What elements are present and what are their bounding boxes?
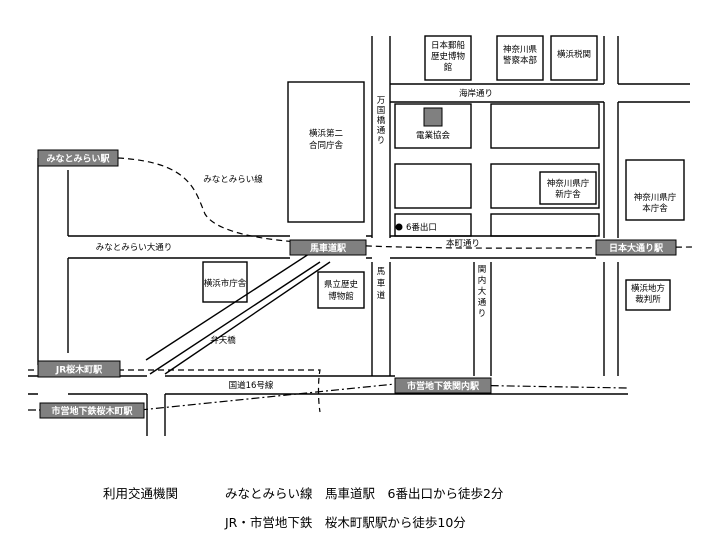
nyk-museum-label-1: 日本郵船 (431, 40, 466, 51)
block (490, 103, 600, 149)
exit-6-marker (395, 223, 403, 231)
block (287, 81, 365, 223)
station-jr-sakuragicho-label: JR桜木町駅 (55, 364, 103, 376)
station-subway-kannai (394, 377, 492, 394)
station-subway-kannai-label: 市営地下鉄関内駅 (407, 380, 480, 392)
jr-line (28, 369, 321, 413)
block (496, 35, 544, 81)
history-museum-label-1: 県立歴史 (324, 279, 359, 290)
police-hq-label-2: 警察本部 (503, 55, 538, 66)
station-subway-sakuragicho (39, 402, 145, 419)
bankokubashi-street-label-4: 通 (377, 125, 386, 136)
block (394, 103, 472, 149)
pref-main-label-1: 神奈川県庁 (634, 192, 677, 203)
access-route-1: みなとみらい線 馬車道駅 6番出口から徒歩2分 (225, 486, 504, 501)
pref-main-label-2: 本庁舎 (642, 203, 668, 214)
block (625, 159, 685, 221)
customs-label: 横浜税関 (557, 49, 591, 60)
denki-kyokai-marker (423, 107, 443, 127)
bashamichi-street-label-3: 道 (377, 290, 386, 301)
pref-new-label-2: 新庁舎 (555, 189, 581, 200)
bankokubashi-street-label-1: 万 (377, 96, 386, 106)
nyk-museum-label-3: 館 (444, 62, 453, 73)
block (317, 271, 365, 309)
minatomirai-odori-label: みなとみらい大通り (96, 242, 173, 253)
history-museum-label-2: 博物館 (328, 291, 354, 302)
block (625, 279, 671, 311)
station-minatomirai-label: みなとみらい駅 (46, 154, 110, 165)
station-nihon-odori-label: 日本大通り駅 (609, 242, 664, 254)
kannai-odori-label-1: 関 (478, 265, 487, 275)
station-minatomirai (37, 149, 119, 167)
minatomirai-line-label: みなとみらい線 (203, 174, 263, 185)
godo-chosha-label-2: 合同庁舎 (309, 140, 344, 151)
court-label-2: 裁判所 (635, 294, 661, 305)
station-bashamichi (289, 239, 367, 256)
city-hall-label: 横浜市庁舎 (204, 278, 247, 289)
block (550, 35, 598, 81)
block (539, 171, 597, 205)
access-map: みなとみらい駅 馬車道駅 日本大通り駅 JR桜木町駅 市営地下鉄関内駅 市営地下… (28, 35, 695, 436)
exit-6-label: 6番出口 (406, 222, 437, 233)
bashamichi-street-label-1: 馬 (377, 267, 386, 277)
kannai-odori-label-3: 大 (478, 286, 487, 297)
benten-bridge-label: 弁天橋 (210, 335, 236, 346)
block (490, 213, 600, 237)
road (149, 261, 321, 375)
nyk-museum-label-2: 歴史博物 (431, 51, 466, 62)
court-label-1: 横浜地方 (631, 283, 665, 294)
bankokubashi-street-label-3: 橋 (377, 115, 386, 126)
bankokubashi-street-label-2: 国 (377, 106, 386, 116)
block (394, 213, 472, 237)
access-heading: 利用交通機関 (103, 486, 179, 501)
station-nihon-odori (595, 239, 677, 256)
route16-label: 国道16号線 (229, 380, 274, 391)
kaigan-street-label: 海岸通り (459, 88, 493, 99)
station-bashamichi-label: 馬車道駅 (309, 242, 347, 254)
access-route-2: JR・市営地下鉄 桜木町駅駅から徒歩10分 (225, 515, 466, 530)
block (394, 163, 472, 209)
kannai-odori-label-4: 通 (478, 297, 487, 308)
block (424, 35, 472, 81)
bankokubashi-street-label-5: り (377, 136, 386, 146)
station-jr-sakuragicho (37, 360, 121, 378)
kannai-odori-label-5: り (478, 309, 487, 319)
block (490, 163, 600, 209)
kannai-odori-label-2: 内 (478, 275, 487, 286)
bashamichi-street-label-2: 車 (377, 278, 386, 289)
honcho-street-label: 本町通り (446, 238, 480, 249)
road (164, 261, 331, 375)
police-hq-label-1: 神奈川県 (503, 44, 538, 55)
minatomirai-line (117, 157, 695, 249)
road (145, 251, 313, 361)
block (202, 261, 248, 303)
godo-chosha-label-1: 横浜第二 (309, 128, 344, 139)
denki-kyokai-label: 電業協会 (416, 130, 451, 141)
pref-new-label-1: 神奈川県庁 (547, 178, 590, 189)
station-subway-sakuragicho-label: 市営地下鉄桜木町駅 (51, 405, 133, 417)
